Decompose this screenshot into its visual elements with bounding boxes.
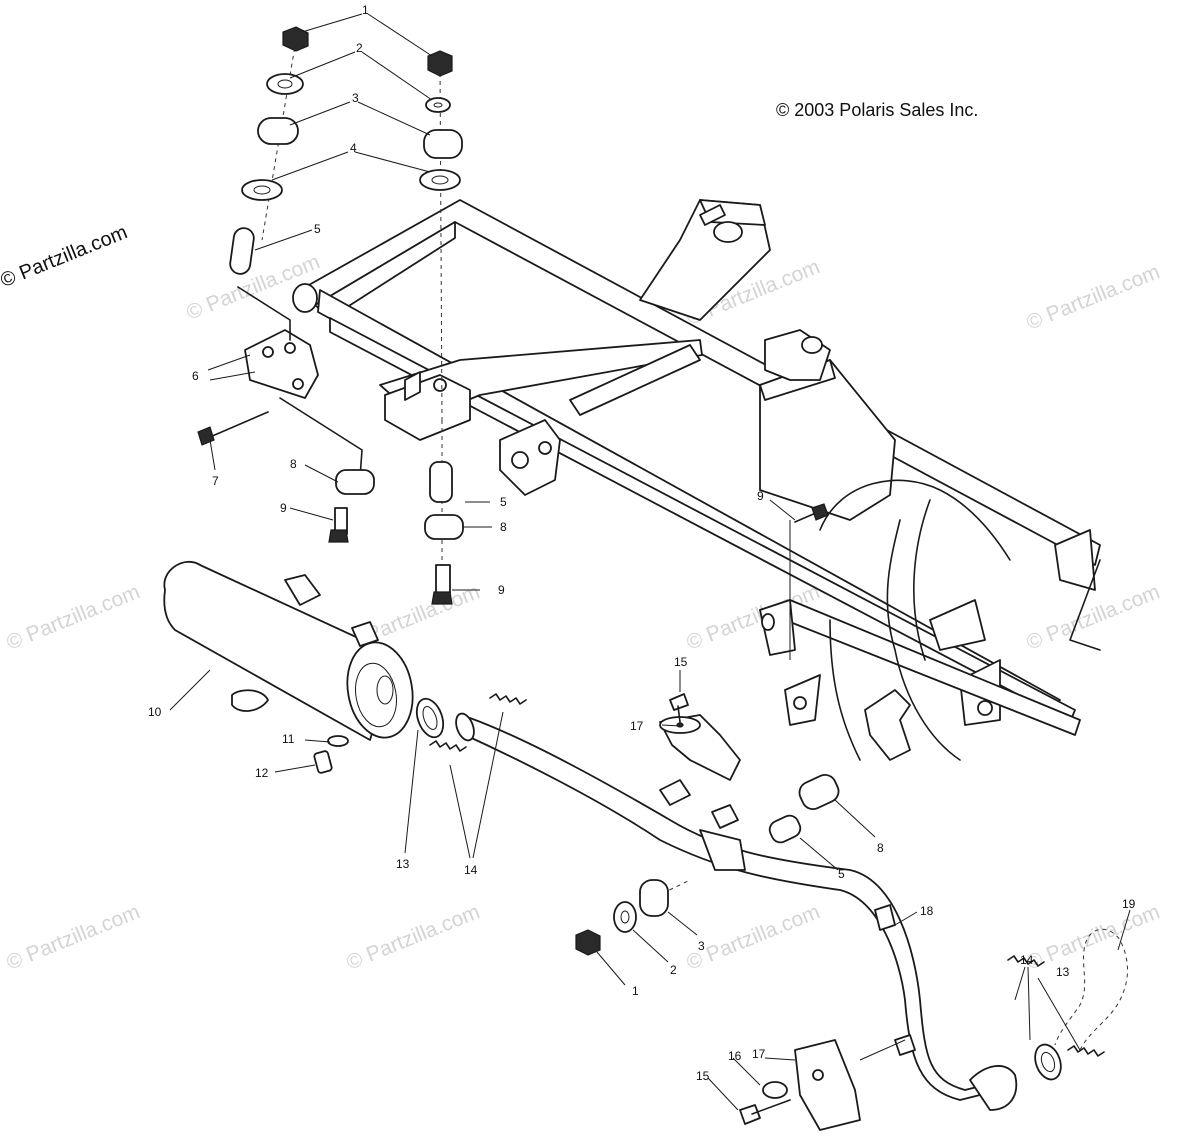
callout-3a: 3: [352, 91, 359, 105]
callout-5c: 5: [838, 867, 845, 881]
nut-left: [282, 26, 309, 52]
left-mount-lower: [328, 469, 375, 543]
callout-13a: 13: [396, 857, 410, 871]
head-pipe-19: [1034, 928, 1128, 1081]
axis-clamp: [654, 879, 691, 898]
callout-labels: 1 2 3 4 5 6 7 8 9 5 8 9 9 10 11 12 13 14…: [148, 3, 1136, 1083]
gasket-13: [415, 697, 445, 739]
callout-2a: 2: [356, 41, 363, 55]
bolt-center: [435, 564, 451, 596]
callout-8c: 8: [877, 841, 884, 855]
springs: [429, 693, 1105, 1057]
nut-center: [427, 50, 453, 77]
callout-9c: 9: [757, 489, 764, 503]
washer-center: [425, 97, 451, 113]
callout-1a: 1: [362, 3, 369, 17]
watermark-10: © Partzilla.com: [683, 900, 823, 974]
callout-6: 6: [192, 369, 199, 383]
bracket-17-upper: [659, 714, 741, 781]
watermark-11: © Partzilla.com: [1023, 900, 1163, 974]
callout-5a: 5: [314, 222, 321, 236]
callout-4a: 4: [350, 141, 357, 155]
callout-5b: 5: [500, 495, 507, 509]
copyright-notice: © 2003 Polaris Sales Inc.: [776, 100, 979, 120]
callout-9b: 9: [498, 583, 505, 597]
spacer-center-2: [424, 514, 464, 540]
watermark-7: © Partzilla.com: [1023, 580, 1163, 654]
callout-3b: 3: [698, 939, 705, 953]
washer-left: [266, 73, 304, 95]
callout-14a: 14: [464, 863, 478, 877]
callout-7: 7: [212, 474, 219, 488]
callout-18: 18: [920, 904, 934, 918]
callout-10: 10: [148, 705, 162, 719]
muffler: [163, 560, 445, 741]
callout-11: 11: [282, 732, 295, 746]
spacer-center: [423, 129, 463, 159]
leader-lines: [169, 13, 1131, 1111]
callout-13b: 13: [1056, 965, 1070, 979]
frame-assembly: [292, 199, 1101, 761]
muffler-bracket: [237, 286, 363, 479]
center-hardware-stack: [419, 50, 464, 605]
left-hardware-stack: [229, 26, 309, 275]
watermark-9: © Partzilla.com: [343, 900, 483, 974]
bolt-7: [197, 411, 269, 446]
callout-2b: 2: [670, 963, 677, 977]
axis-left: [261, 39, 297, 241]
spacer-left: [257, 117, 299, 145]
watermark-8: © Partzilla.com: [3, 900, 143, 974]
pipe-mount-lower: [768, 774, 840, 844]
axis-center: [439, 64, 443, 421]
callout-12: 12: [255, 766, 269, 780]
screw-15-upper: [669, 693, 689, 723]
callout-8a: 8: [290, 457, 297, 471]
callout-15a: 15: [674, 655, 688, 669]
bracket-17-lower: [739, 1039, 906, 1131]
watermark-4: © Partzilla.com: [3, 580, 143, 654]
grommet-center: [419, 169, 461, 191]
grommet-left: [241, 179, 283, 201]
callout-8b: 8: [500, 520, 507, 534]
right-bolt-9: [789, 503, 829, 660]
callout-19: 19: [1122, 897, 1136, 911]
callout-17a: 17: [630, 719, 644, 733]
bottom-hardware: [575, 879, 669, 956]
callout-16: 16: [728, 1049, 742, 1063]
callout-14b: 14: [1020, 953, 1034, 967]
callout-17b: 17: [752, 1047, 766, 1061]
watermark-3: © Partzilla.com: [1023, 260, 1163, 334]
callout-15b: 15: [696, 1069, 710, 1083]
bushing-center: [429, 461, 453, 503]
exhaust-pipe: [455, 712, 1018, 1111]
callout-1b: 1: [632, 984, 639, 998]
muffler-screw: [313, 735, 349, 774]
callout-9a: 9: [280, 501, 287, 515]
bushing-left: [229, 227, 255, 275]
